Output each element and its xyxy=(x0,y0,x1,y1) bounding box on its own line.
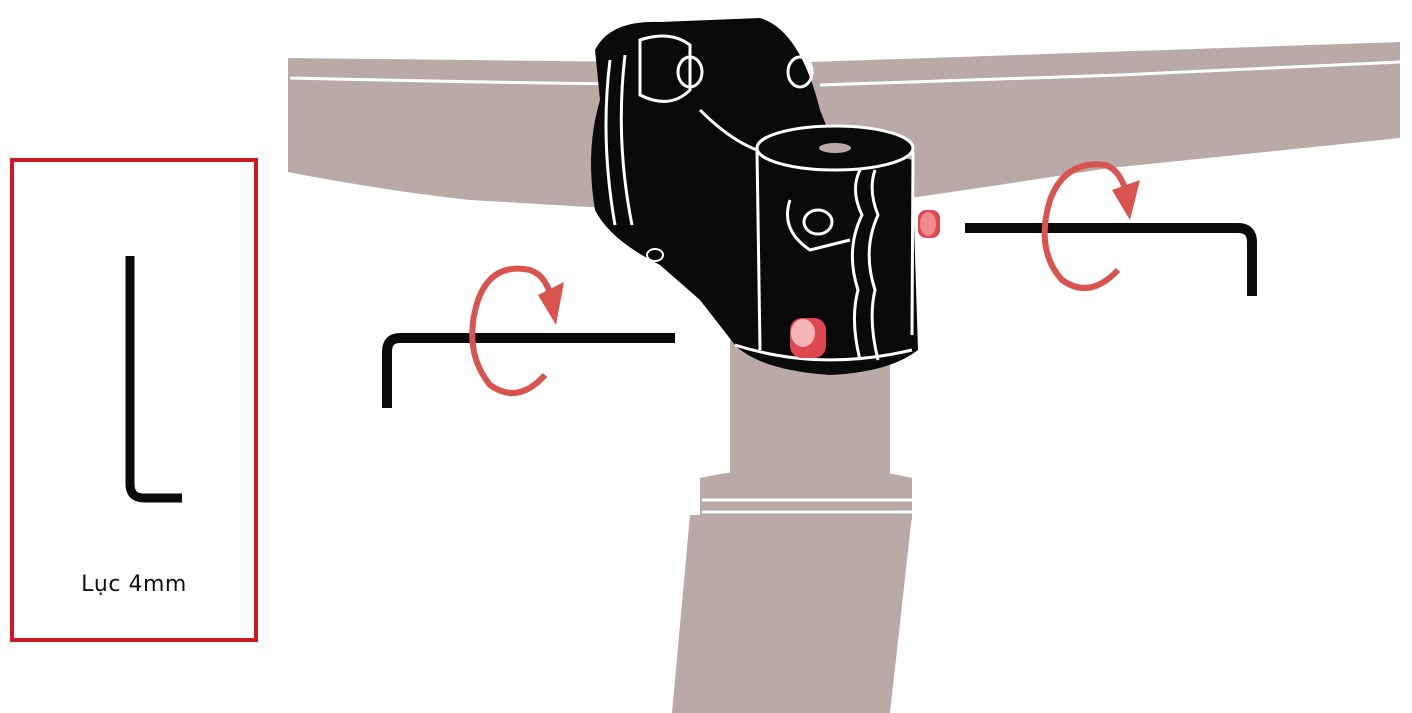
hex-key-left xyxy=(382,333,675,408)
stem-bolt-rear xyxy=(918,210,940,238)
tool-label: Lục 4mm xyxy=(81,572,187,597)
handlebar xyxy=(288,42,1401,210)
rotation-arrow-left-icon xyxy=(469,265,564,396)
hex-key-right xyxy=(965,223,1257,296)
steerer-tube xyxy=(672,340,912,713)
tool-panel: Lục 4mm xyxy=(10,158,258,642)
rotation-arrow-right-icon xyxy=(1041,161,1140,291)
stem xyxy=(591,18,918,375)
hex-key-icon xyxy=(125,256,182,503)
stem-bolt-front xyxy=(790,318,826,358)
